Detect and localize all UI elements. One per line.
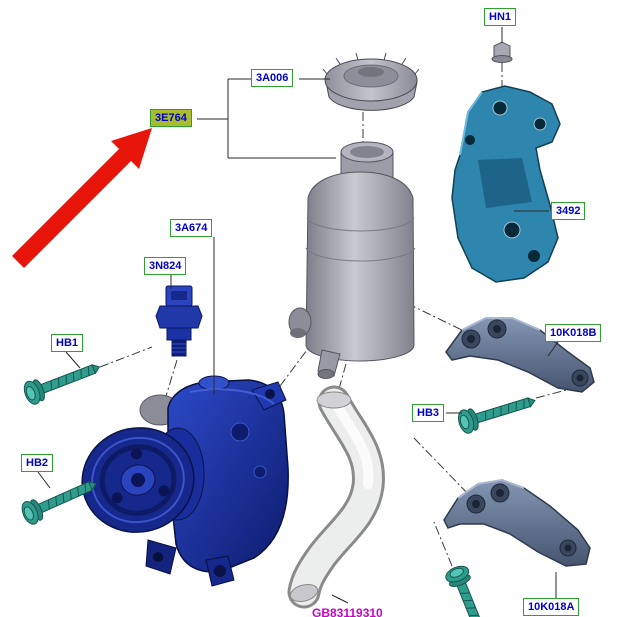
bolt-bottom[interactable] [443, 562, 496, 617]
pump-pulley [81, 427, 195, 533]
label-3a674[interactable]: 3A674 [170, 219, 213, 237]
part-number-watermark[interactable]: GB83119310 [312, 606, 383, 617]
reservoir-cap[interactable] [322, 52, 420, 111]
bolt-hb1[interactable] [20, 355, 105, 407]
label-3492[interactable]: 3492 [551, 202, 586, 220]
bracket-10k018b[interactable] [445, 317, 595, 393]
hose[interactable] [287, 385, 385, 609]
label-hn1[interactable]: HN1 [484, 8, 517, 26]
label-hb2[interactable]: HB2 [21, 454, 54, 472]
sensor-3n824[interactable] [155, 285, 203, 357]
label-10k018b[interactable]: 10K018B [545, 324, 602, 342]
label-3a006[interactable]: 3A006 [251, 69, 294, 87]
reservoir-3e764[interactable] [288, 141, 416, 379]
pump-assembly[interactable] [72, 375, 289, 587]
pointer-arrow [12, 128, 152, 268]
label-3n824[interactable]: 3N824 [144, 257, 187, 275]
label-hb1[interactable]: HB1 [51, 334, 84, 352]
label-10k018a[interactable]: 10K018A [523, 598, 580, 616]
label-hb3[interactable]: HB3 [412, 404, 445, 422]
bracket-3492[interactable] [451, 85, 561, 283]
bolt-hb3[interactable] [455, 388, 539, 436]
label-3e764-highlighted[interactable]: 3E764 [150, 109, 192, 127]
leader-lines [37, 27, 559, 604]
nut-hn1[interactable] [491, 41, 513, 63]
bracket-10k018a[interactable] [443, 478, 591, 567]
